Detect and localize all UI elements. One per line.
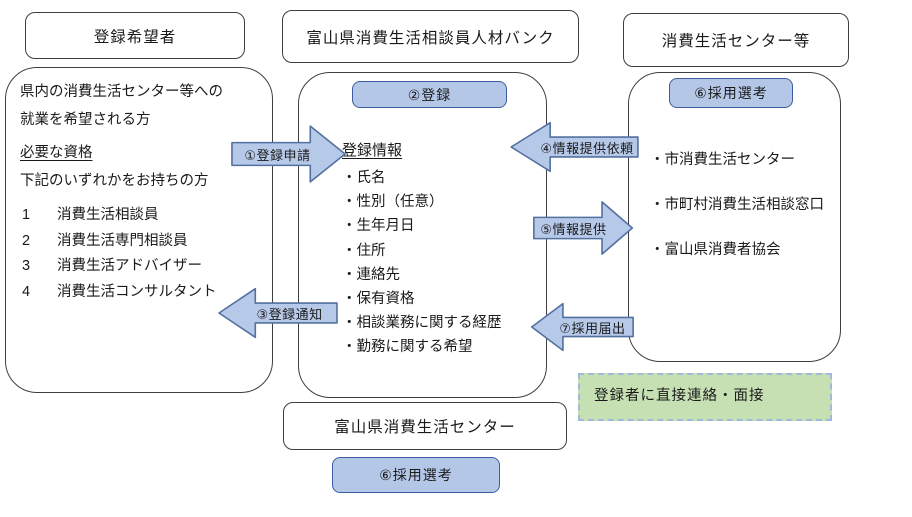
block-arrow-left-icon [530,301,634,353]
badge-selection-bottom: ⑥採用選考 [332,457,500,493]
qualifications-list: 1 消費生活相談員 2 消費生活専門相談員 3 消費生活アドバイザー 4 消費生活コンサ… [22,203,217,305]
arrow-register-notice: ③登録通知 [217,286,338,340]
direct-contact-note-label: 登録者に直接連絡・面接 [594,388,765,404]
title-bank-label: 富山県消費生活相談員人材バンク [306,29,555,47]
qualifications-note: 下記のいずれかをお持ちの方 [20,173,209,189]
centers-list: ・市消費生活センター ・市町村消費生活相談窓口 ・富山県消費者協会 [650,148,824,283]
center-item: ・市消費生活センター [650,152,795,168]
qualification-row: 2 消費生活専門相談員 [22,229,217,255]
qualification-row: 1 消費生活相談員 [22,203,217,229]
qualification-name: 消費生活コンサルタント [57,283,217,300]
title-box-bank: 富山県消費生活相談員人材バンク [282,10,579,63]
title-box-applicant: 登録希望者 [25,12,245,59]
registration-item: ・性別（任意） [342,194,444,211]
title-box-centers: 消費生活センター等 [623,13,849,67]
block-arrow-right-icon [533,199,634,257]
badge-register: ②登録 [352,81,507,108]
arrow-hire-report: ⑦採用届出 [530,301,634,353]
registration-item: ・勤務に関する希望 [342,339,473,356]
registration-item: ・氏名 [342,170,386,186]
arrow-label: ⑦採用届出 [559,320,626,336]
panel-centers [628,72,841,362]
applicant-desc-line2: 就業を希望される方 [20,112,151,128]
qualification-name: 消費生活アドバイザー [57,258,202,275]
applicant-desc-line1: 県内の消費生活センター等への [20,84,223,100]
qualification-number: 2 [22,232,31,249]
panel-bank [298,72,547,398]
arrow-info-request: ④情報提供依頼 [509,120,639,174]
arrow-label: ①登録申請 [244,147,311,163]
arrow-info-provide: ⑤情報提供 [533,199,634,257]
title-centers-label: 消費生活センター等 [661,33,811,50]
badge-register-label: ②登録 [407,86,452,103]
qualification-row: 4 消費生活コンサルタント [22,280,217,306]
arrow-label: ③登録通知 [256,306,323,322]
qualification-row: 3 消費生活アドバイザー [22,254,217,280]
arrow-label: ⑤情報提供 [540,221,607,237]
panel-applicant [5,67,273,393]
direct-contact-note: 登録者に直接連絡・面接 [578,373,832,421]
registration-item: ・保有資格 [342,291,415,308]
block-arrow-left-icon [217,286,338,340]
qualification-number: 4 [22,283,31,300]
badge-selection-top-label: ⑥採用選考 [694,85,768,101]
block-arrow-right-icon [231,123,347,185]
title-applicant-label: 登録希望者 [93,28,177,46]
center-item: ・富山県消費者協会 [650,242,781,258]
arrow-label: ④情報提供依頼 [540,140,634,156]
center-item: ・市町村消費生活相談窓口 [650,197,824,213]
arrow-register-apply: ①登録申請 [231,123,347,185]
title-pref-center-label: 富山県消費生活センター [334,419,516,436]
registration-item: ・住所 [342,242,386,259]
block-arrow-left-icon [509,120,639,174]
badge-selection-top: ⑥採用選考 [669,78,793,108]
qualification-name: 消費生活相談員 [57,207,159,223]
badge-selection-bottom-label: ⑥採用選考 [379,467,453,483]
qualification-number: 3 [22,258,31,275]
registration-info-heading: 登録情報 [342,142,403,159]
registration-item: ・生年月日 [342,218,415,235]
qualification-number: 1 [22,207,31,223]
title-box-pref-center: 富山県消費生活センター [283,402,567,450]
qualifications-heading: 必要な資格 [20,145,93,161]
registration-item: ・相談業務に関する経歴 [342,315,502,332]
qualification-name: 消費生活専門相談員 [57,232,188,249]
registration-item: ・連絡先 [342,266,400,283]
registration-info-list: ・氏名 ・性別（任意） ・生年月日 ・住所 ・連絡先 ・保有資格 ・相談業務に関… [342,166,502,360]
